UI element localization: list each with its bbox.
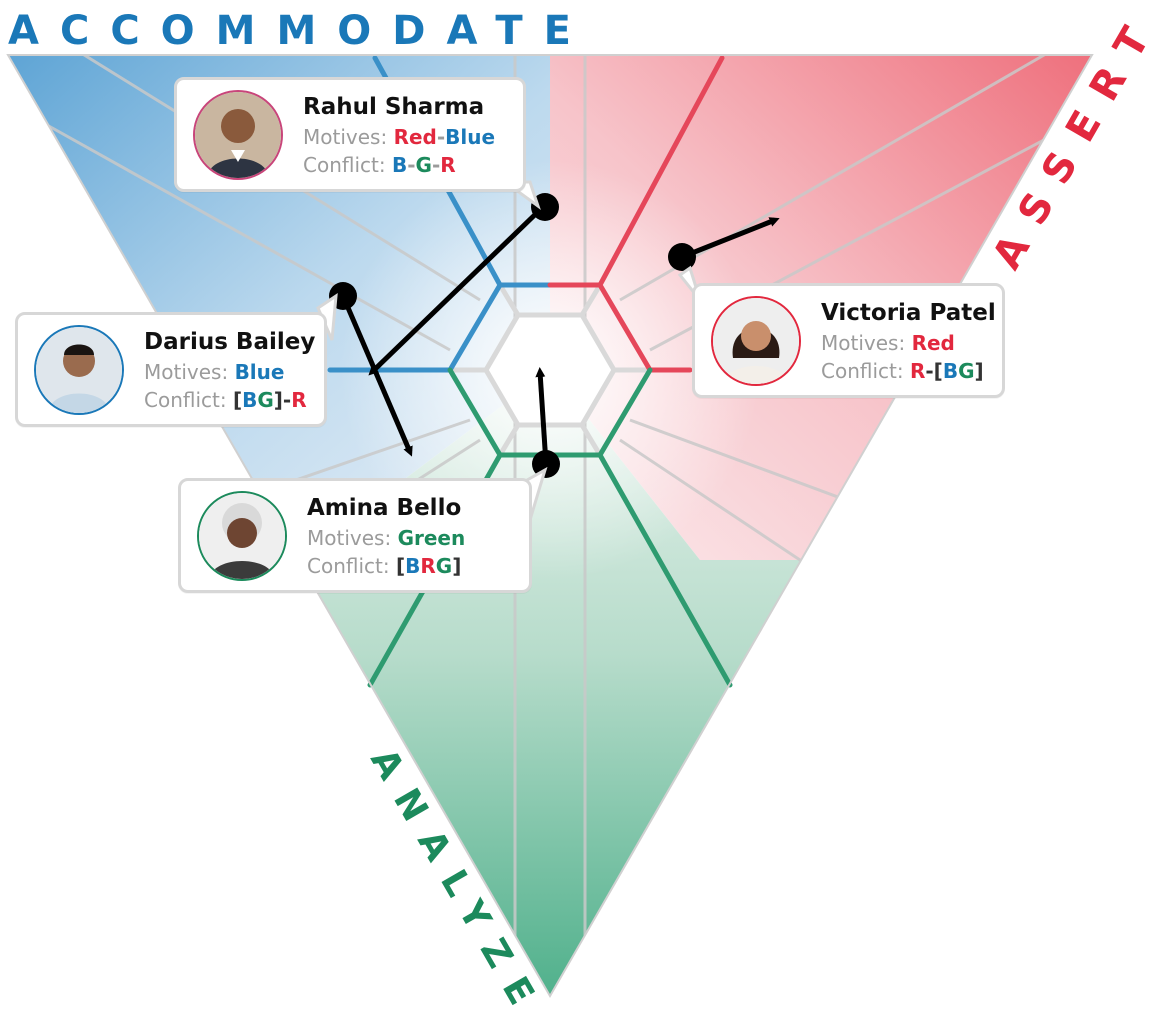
- motives-label: Motives:: [144, 359, 229, 384]
- motives-label: Motives:: [307, 525, 392, 550]
- motives-value: Red: [912, 331, 955, 355]
- token-label: -: [407, 152, 416, 177]
- person-name: Darius Bailey: [144, 328, 316, 355]
- motives-label: Motives:: [303, 124, 388, 149]
- token-red: R: [420, 553, 436, 578]
- token-label: -: [431, 152, 441, 177]
- person-name: Rahul Sharma: [303, 93, 485, 120]
- motives-label: Motives:: [821, 330, 906, 355]
- token-label: -: [436, 124, 446, 149]
- avatar-amina-bello: [197, 490, 287, 581]
- token-red: R: [291, 387, 307, 412]
- arrow-victoria: [681, 217, 780, 260]
- arrow-origin-rahul: [531, 193, 559, 221]
- token-green: Green: [397, 525, 466, 550]
- token-green: G: [415, 152, 432, 177]
- token-blue: B: [405, 553, 421, 578]
- conflict-label: Conflict:: [821, 358, 904, 383]
- conflict-value: R-[BG]: [910, 359, 984, 383]
- arrow-origin-victoria: [668, 243, 696, 271]
- token-blue: B: [391, 152, 408, 177]
- token-dark: [: [232, 387, 243, 412]
- token-green: G: [958, 358, 975, 383]
- conflict-label: Conflict:: [303, 152, 386, 177]
- token-blue: Blue: [445, 124, 496, 149]
- conflict-label: Conflict:: [307, 553, 390, 578]
- token-blue: Blue: [234, 359, 285, 384]
- motives-value: Blue: [235, 360, 285, 384]
- avatar-victoria-patel: [711, 295, 801, 386]
- token-blue: B: [242, 387, 258, 412]
- token-blue: B: [942, 358, 959, 383]
- conflict-value: [BRG]: [396, 554, 461, 578]
- token-dark: ]: [974, 358, 984, 383]
- motives-value: Green: [398, 526, 466, 550]
- arrow-origin-amina: [532, 450, 560, 478]
- token-dark: -[: [925, 358, 943, 383]
- token-red: Red: [911, 330, 955, 355]
- motive-arrows: [329, 193, 780, 478]
- arrow-rahul: [368, 203, 547, 376]
- arrow-amina: [535, 367, 549, 465]
- conflict-label: Conflict:: [144, 387, 227, 412]
- inner-grid: [450, 283, 650, 457]
- motives-value: Red-Blue: [394, 125, 496, 149]
- person-name: Victoria Patel: [821, 299, 996, 326]
- token-dark: ]-: [273, 387, 292, 412]
- token-green: G: [435, 553, 453, 578]
- person-card-amina-bello[interactable]: Amina Bello Motives: Green Conflict: [BR…: [178, 478, 532, 593]
- person-card-rahul-sharma[interactable]: Rahul Sharma Motives: Red-Blue Conflict:…: [174, 77, 526, 192]
- token-dark: ]: [452, 553, 462, 578]
- token-green: G: [257, 387, 274, 412]
- token-dark: [: [395, 553, 406, 578]
- token-red: R: [440, 152, 456, 177]
- avatar-darius-bailey: [34, 324, 124, 415]
- avatar-rahul-sharma: [193, 89, 283, 180]
- person-card-darius-bailey[interactable]: Darius Bailey Motives: Blue Conflict: [B…: [15, 312, 327, 427]
- token-red: R: [909, 358, 926, 383]
- axis-label-accommodate: ACCOMMODATE: [8, 8, 592, 54]
- conflict-value: B-G-R: [392, 153, 456, 177]
- region-fills: [8, 55, 1092, 996]
- arrow-darius: [340, 295, 413, 457]
- token-red: Red: [393, 124, 437, 149]
- person-card-victoria-patel[interactable]: Victoria Patel Motives: Red Conflict: R-…: [692, 283, 1005, 398]
- conflict-value: [BG]-R: [233, 388, 307, 412]
- person-name: Amina Bello: [307, 494, 462, 521]
